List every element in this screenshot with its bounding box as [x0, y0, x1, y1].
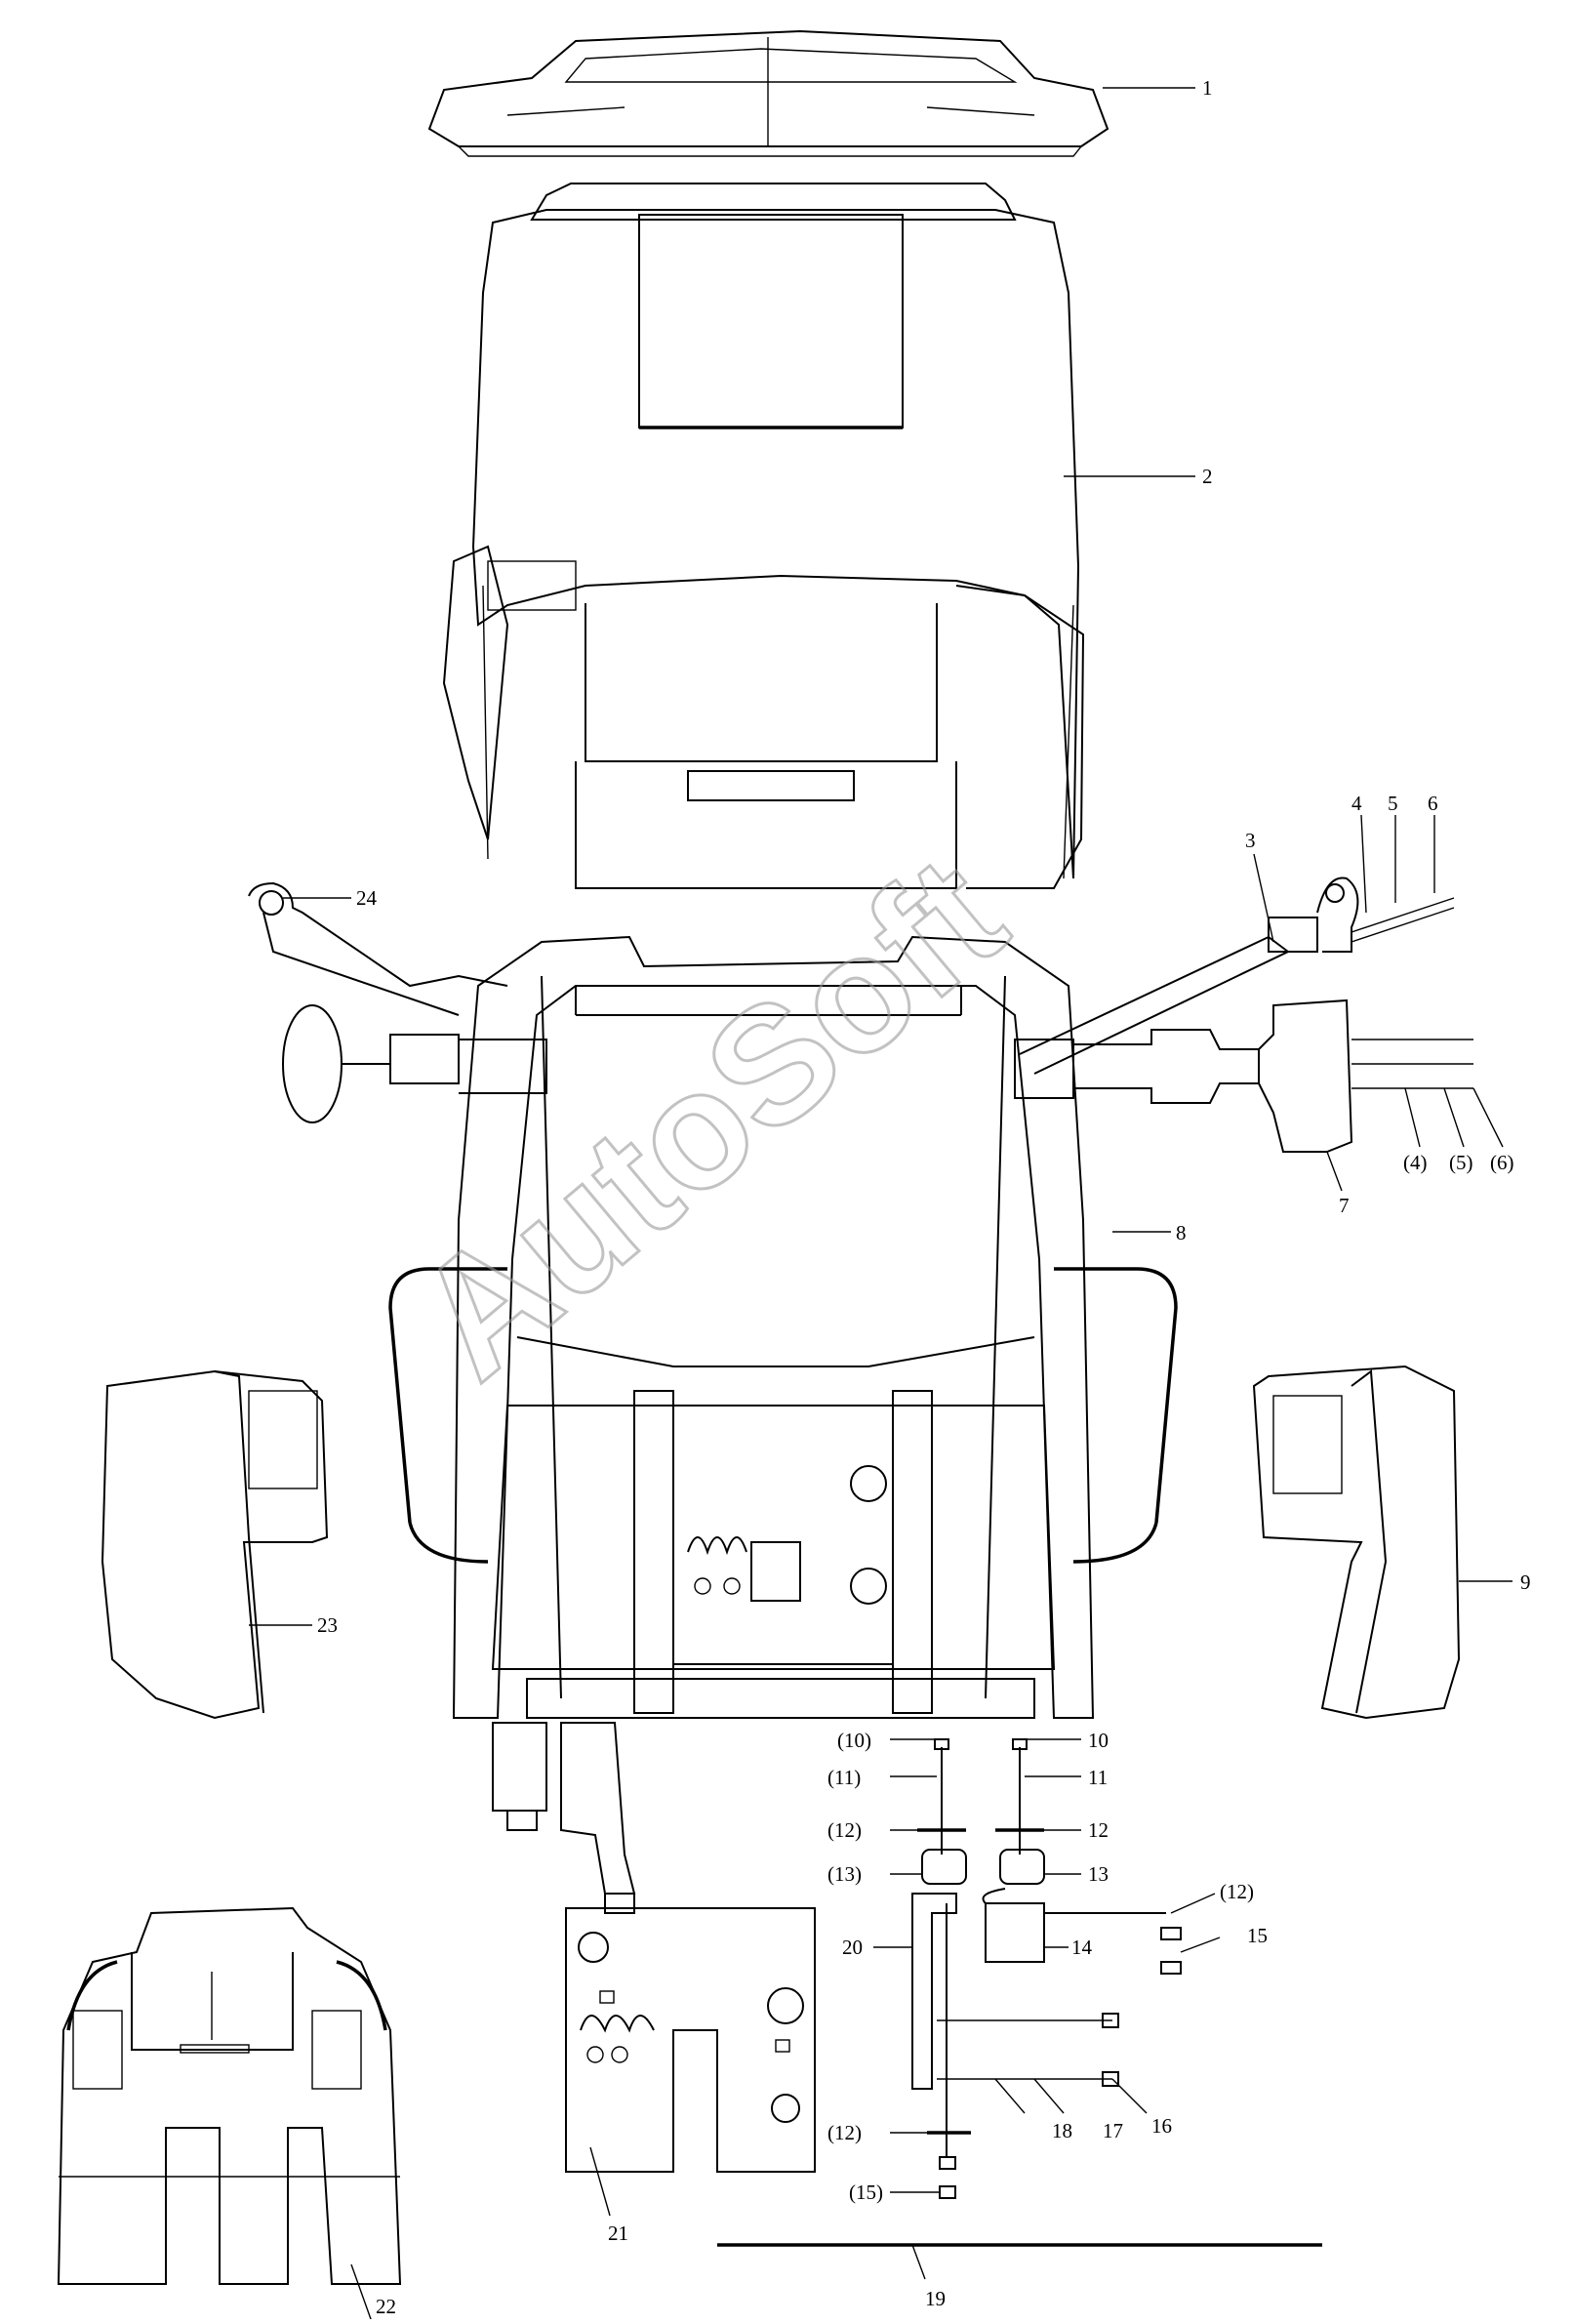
- part-2-front-panel: [442, 183, 1085, 889]
- callout-7: 7: [1339, 1194, 1350, 1217]
- callout-18: 18: [1052, 2119, 1072, 2142]
- callout-16: 16: [1151, 2114, 1172, 2138]
- part-1-roof: [427, 29, 1109, 157]
- callout-11-ref: (11): [827, 1766, 861, 1789]
- part-9-right-fender: [1252, 1365, 1461, 1720]
- callout-14: 14: [1071, 1936, 1093, 1959]
- cab-mount-hardware: [492, 1722, 1322, 2247]
- callout-12-ref-a: (12): [827, 1818, 862, 1842]
- callout-15: 15: [1247, 1924, 1268, 1947]
- callout-22: 22: [376, 2295, 396, 2318]
- callout-17: 17: [1103, 2119, 1123, 2142]
- part-23-left-fender: [101, 1369, 329, 1720]
- callout-20: 20: [842, 1936, 863, 1959]
- callout-19: 19: [925, 2287, 946, 2310]
- callout-11: 11: [1088, 1766, 1108, 1789]
- watermark-text: AutoSoft: [383, 822, 1038, 1414]
- leader-lines: [249, 87, 1512, 2324]
- callout-10-ref: (10): [837, 1729, 871, 1752]
- callout-2: 2: [1202, 465, 1213, 488]
- callout-23: 23: [317, 1613, 338, 1637]
- callout-4: 4: [1351, 792, 1362, 815]
- callout-1: 1: [1202, 76, 1213, 100]
- callout-21: 21: [608, 2222, 628, 2245]
- callout-5-ref: (5): [1449, 1151, 1473, 1174]
- callout-13-ref: (13): [827, 1862, 862, 1886]
- callout-6: 6: [1428, 792, 1438, 815]
- callout-3: 3: [1245, 829, 1256, 852]
- callout-6-ref: (6): [1490, 1151, 1514, 1174]
- part-22-rear-view: [57, 1906, 402, 2285]
- callout-24: 24: [356, 886, 378, 910]
- callout-9: 9: [1520, 1570, 1531, 1594]
- callout-12-ref-c: (12): [827, 2121, 862, 2144]
- part-21-floor-plate: [565, 1907, 816, 2173]
- callout-12-ref-b: (12): [1220, 1880, 1254, 1903]
- part-8-cab-frame: [248, 877, 1455, 1719]
- callout-15-ref: (15): [849, 2181, 883, 2204]
- callout-4-ref: (4): [1403, 1151, 1428, 1174]
- callout-10: 10: [1088, 1729, 1109, 1752]
- callout-13: 13: [1088, 1862, 1109, 1886]
- callout-12-a: 12: [1088, 1818, 1109, 1842]
- callout-8: 8: [1176, 1221, 1187, 1244]
- callout-5: 5: [1388, 792, 1398, 815]
- callout-labels: 1 2 3 4 5 6 (4) (5) (6) 7 8 9 (10) 10 (1…: [317, 76, 1531, 2318]
